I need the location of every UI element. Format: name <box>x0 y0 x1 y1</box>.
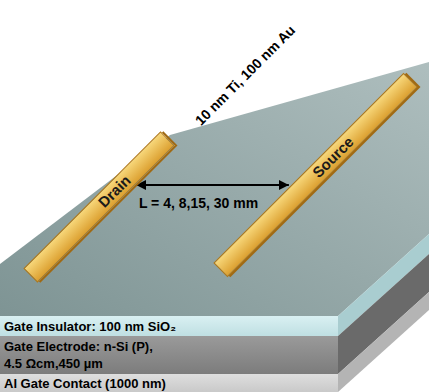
layer-label: Gate Insulator: 100 nm SiO₂ <box>4 318 176 335</box>
gate-insulator-layer: Gate Insulator: 100 nm SiO₂ <box>0 316 338 336</box>
channel-length-label: L = 4, 8,15, 30 mm <box>139 195 258 212</box>
contact-side-face <box>338 292 429 392</box>
layer-label: Al Gate Contact (1000 nm) <box>4 375 166 392</box>
channel-length-arrow <box>136 184 289 186</box>
gate-contact-layer: Al Gate Contact (1000 nm) <box>0 374 338 392</box>
gate-electrode-layer: Gate Electrode: n-Si (P), 4.5 Ωcm,450 µm <box>0 336 338 374</box>
layer-label: Gate Electrode: n-Si (P), 4.5 Ωcm,450 µm <box>4 338 164 372</box>
